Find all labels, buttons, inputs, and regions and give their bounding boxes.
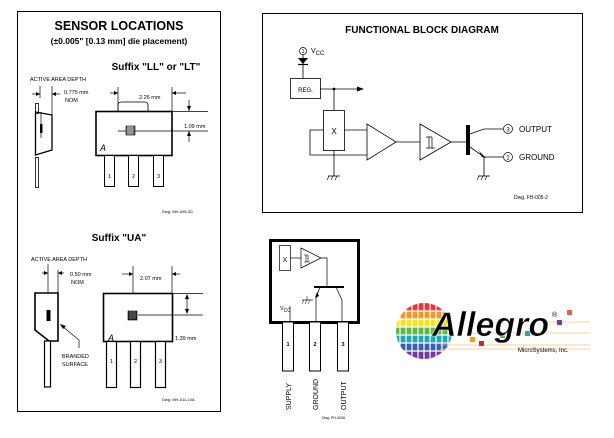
- logo-tagline: MicroSystems, Inc.: [518, 348, 569, 354]
- ua-heading: Suffix "UA": [92, 233, 147, 244]
- regulator-label: REG.: [298, 88, 313, 94]
- ll-side-body: [34, 111, 53, 156]
- sensor-locations-panel: SENSOR LOCATIONS (±0.005" [0.13 mm] die …: [17, 11, 221, 412]
- ll-pin-2: [128, 155, 139, 187]
- package-pin-3: [337, 321, 349, 372]
- ua-side-die: [46, 310, 51, 321]
- ll-width-dim: 2.26 mm: [139, 95, 161, 101]
- package-pin-1-label: 1: [286, 342, 289, 348]
- ll-heading: Suffix "LL" or "LT": [112, 62, 201, 73]
- output-transistor: [466, 125, 470, 155]
- allegro-logo: Allegro ® MicroSystems, Inc.: [396, 303, 590, 359]
- ground-pin-number: 2: [506, 156, 510, 162]
- ua-drawing-no: Dwg. MH-011-10A: [162, 397, 195, 402]
- ll-depth-nom: NOM: [65, 98, 78, 104]
- reg-output-arrow: [357, 86, 364, 92]
- fbd-border: [262, 13, 583, 213]
- ua-pin-3: [154, 340, 167, 389]
- panel-border: [17, 11, 221, 412]
- ll-section: Suffix "LL" or "LT" ACTIVE AREA DEPTH 0.…: [30, 62, 208, 214]
- vcc-label: VCC: [311, 48, 325, 57]
- package-pin-3-label: 3: [341, 342, 344, 348]
- ground-symbol-hall: [326, 175, 340, 181]
- output-pin-circle: [503, 124, 513, 134]
- ua-pin-3-label: 3: [159, 359, 162, 365]
- ll-die-marker: [125, 125, 136, 136]
- ua-side-lead: [43, 340, 52, 388]
- ll-pin-1-label: 1: [108, 174, 111, 180]
- ua-pin-1: [105, 340, 118, 389]
- functional-block-diagram: FUNCTIONAL BLOCK DIAGRAM 1 VCC REG. X: [262, 13, 583, 213]
- ground-label: GROUND: [519, 153, 555, 162]
- emitter-arrow: [479, 151, 486, 158]
- hysteresis-icon: [426, 136, 435, 149]
- output-pin-number: 3: [506, 128, 510, 134]
- amplifier-symbol: [366, 123, 397, 161]
- ll-pin-1: [104, 155, 115, 187]
- logo-wordmark: Allegro: [431, 306, 549, 344]
- ll-depth-value: 0.775 mm: [64, 90, 89, 96]
- package-pin-1: [282, 321, 294, 372]
- sensor-subtitle: (±0.005" [0.13 mm] die placement): [51, 36, 188, 46]
- ll-tab: [117, 101, 149, 111]
- package-pin-2: [309, 321, 321, 372]
- package-drawing-no: Dwg. PH-003A: [322, 416, 346, 420]
- sensor-title: SENSOR LOCATIONS: [55, 19, 184, 33]
- ua-height-dim: 1.39 mm: [175, 336, 197, 342]
- ua-pin-1-label: 1: [110, 359, 113, 365]
- schmitt-trigger-symbol: [419, 123, 452, 161]
- vcc-pin-number: 1: [302, 49, 305, 55]
- ua-depth-value: 0.50 mm: [70, 272, 92, 278]
- ua-active-area-label: ACTIVE AREA DEPTH: [31, 257, 87, 263]
- ground-symbol-transistor: [476, 175, 490, 181]
- ua-package-body: [102, 292, 174, 343]
- ua-width-dim: 2.07 mm: [140, 276, 162, 282]
- output-label: OUTPUT: [519, 125, 552, 134]
- ll-active-area-label: ACTIVE AREA DEPTH: [30, 77, 86, 83]
- ua-branded-line2: SURFACE: [62, 362, 88, 368]
- package-pin-name-output: OUTPUT: [341, 381, 348, 411]
- ua-die-marker: [127, 310, 138, 321]
- ll-drawing-no: Dwg. MH-008-2D: [162, 209, 193, 214]
- ll-height-dim: 1.09 mm: [184, 124, 206, 130]
- ll-side-tab: [35, 103, 39, 114]
- ll-pin-3-label: 3: [157, 174, 160, 180]
- ua-pin-2: [129, 340, 142, 389]
- ua-logo-mark: A: [107, 333, 114, 343]
- ua-section: Suffix "UA" ACTIVE AREA DEPTH 0.50 mm NO…: [31, 233, 203, 402]
- fbd-drawing-no: Dwg. FH-005-2: [514, 195, 548, 201]
- ua-depth-nom: NOM: [71, 280, 84, 286]
- diode-icon: [298, 58, 308, 64]
- ll-side-lead: [35, 157, 39, 188]
- ua-branded-line1: BRANDED: [62, 354, 89, 360]
- package-pin-2-label: 2: [313, 342, 316, 348]
- ground-pin-circle: [503, 152, 513, 162]
- package-vcc-label: VCC: [280, 306, 291, 314]
- hall-element-label: X: [331, 127, 337, 136]
- ll-pin-3: [153, 155, 164, 187]
- logo-registered: ®: [552, 311, 558, 319]
- logo-color-grid: [396, 303, 452, 359]
- ll-side-die: [40, 124, 43, 133]
- package-ground-symbol: [301, 296, 313, 305]
- package-pin-name-ground: GROUND: [313, 379, 320, 410]
- package-schmitt-symbol: [300, 247, 322, 269]
- package-hall-label: X: [283, 257, 288, 264]
- vcc-pin-circle: [299, 47, 307, 55]
- fbd-title: FUNCTIONAL BLOCK DIAGRAM: [345, 25, 499, 36]
- package-pin-name-supply: SUPPLY: [286, 383, 293, 410]
- regulator-block: [290, 78, 321, 99]
- ua-pin-2-label: 2: [134, 359, 137, 365]
- ll-pin-2-label: 2: [132, 174, 135, 180]
- ll-logo-mark: A: [99, 143, 106, 153]
- package-pinout: X VCC 1 2 3 SUPPLY GROUND OUTPUT Dwg. PH…: [269, 239, 360, 420]
